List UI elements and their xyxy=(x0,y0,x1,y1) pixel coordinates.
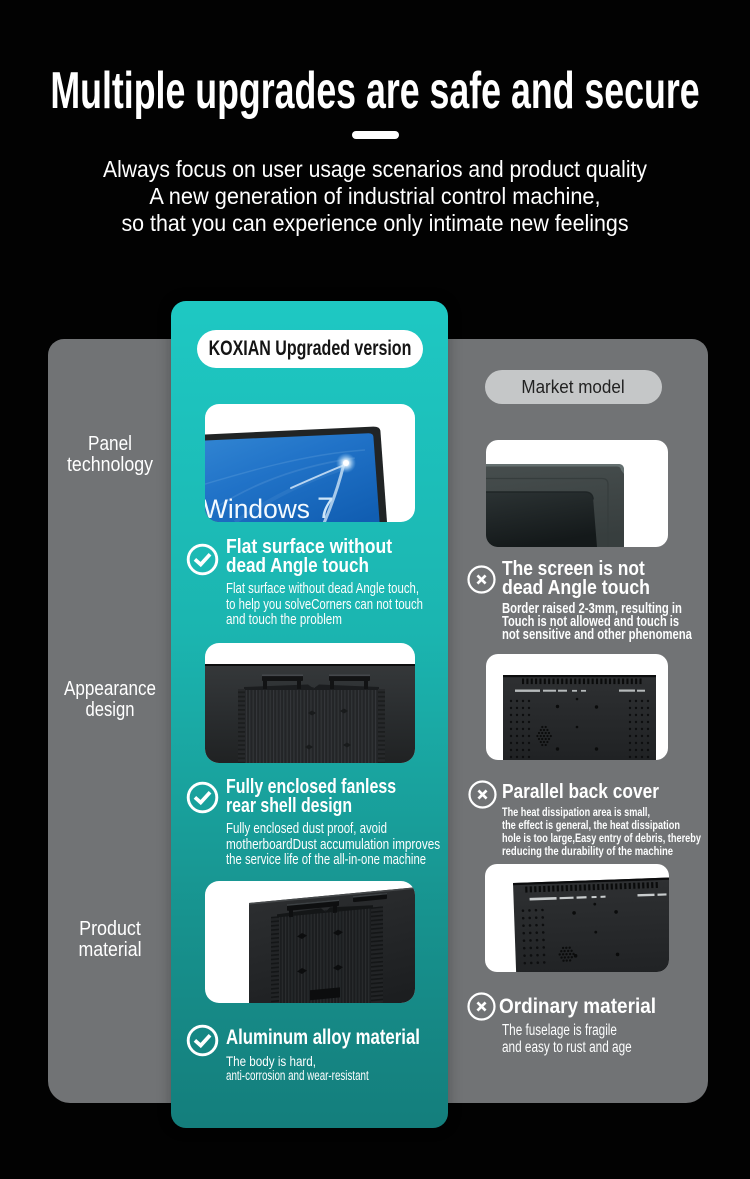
svg-text:Windows: Windows xyxy=(205,494,310,522)
svg-text:7: 7 xyxy=(317,492,334,522)
